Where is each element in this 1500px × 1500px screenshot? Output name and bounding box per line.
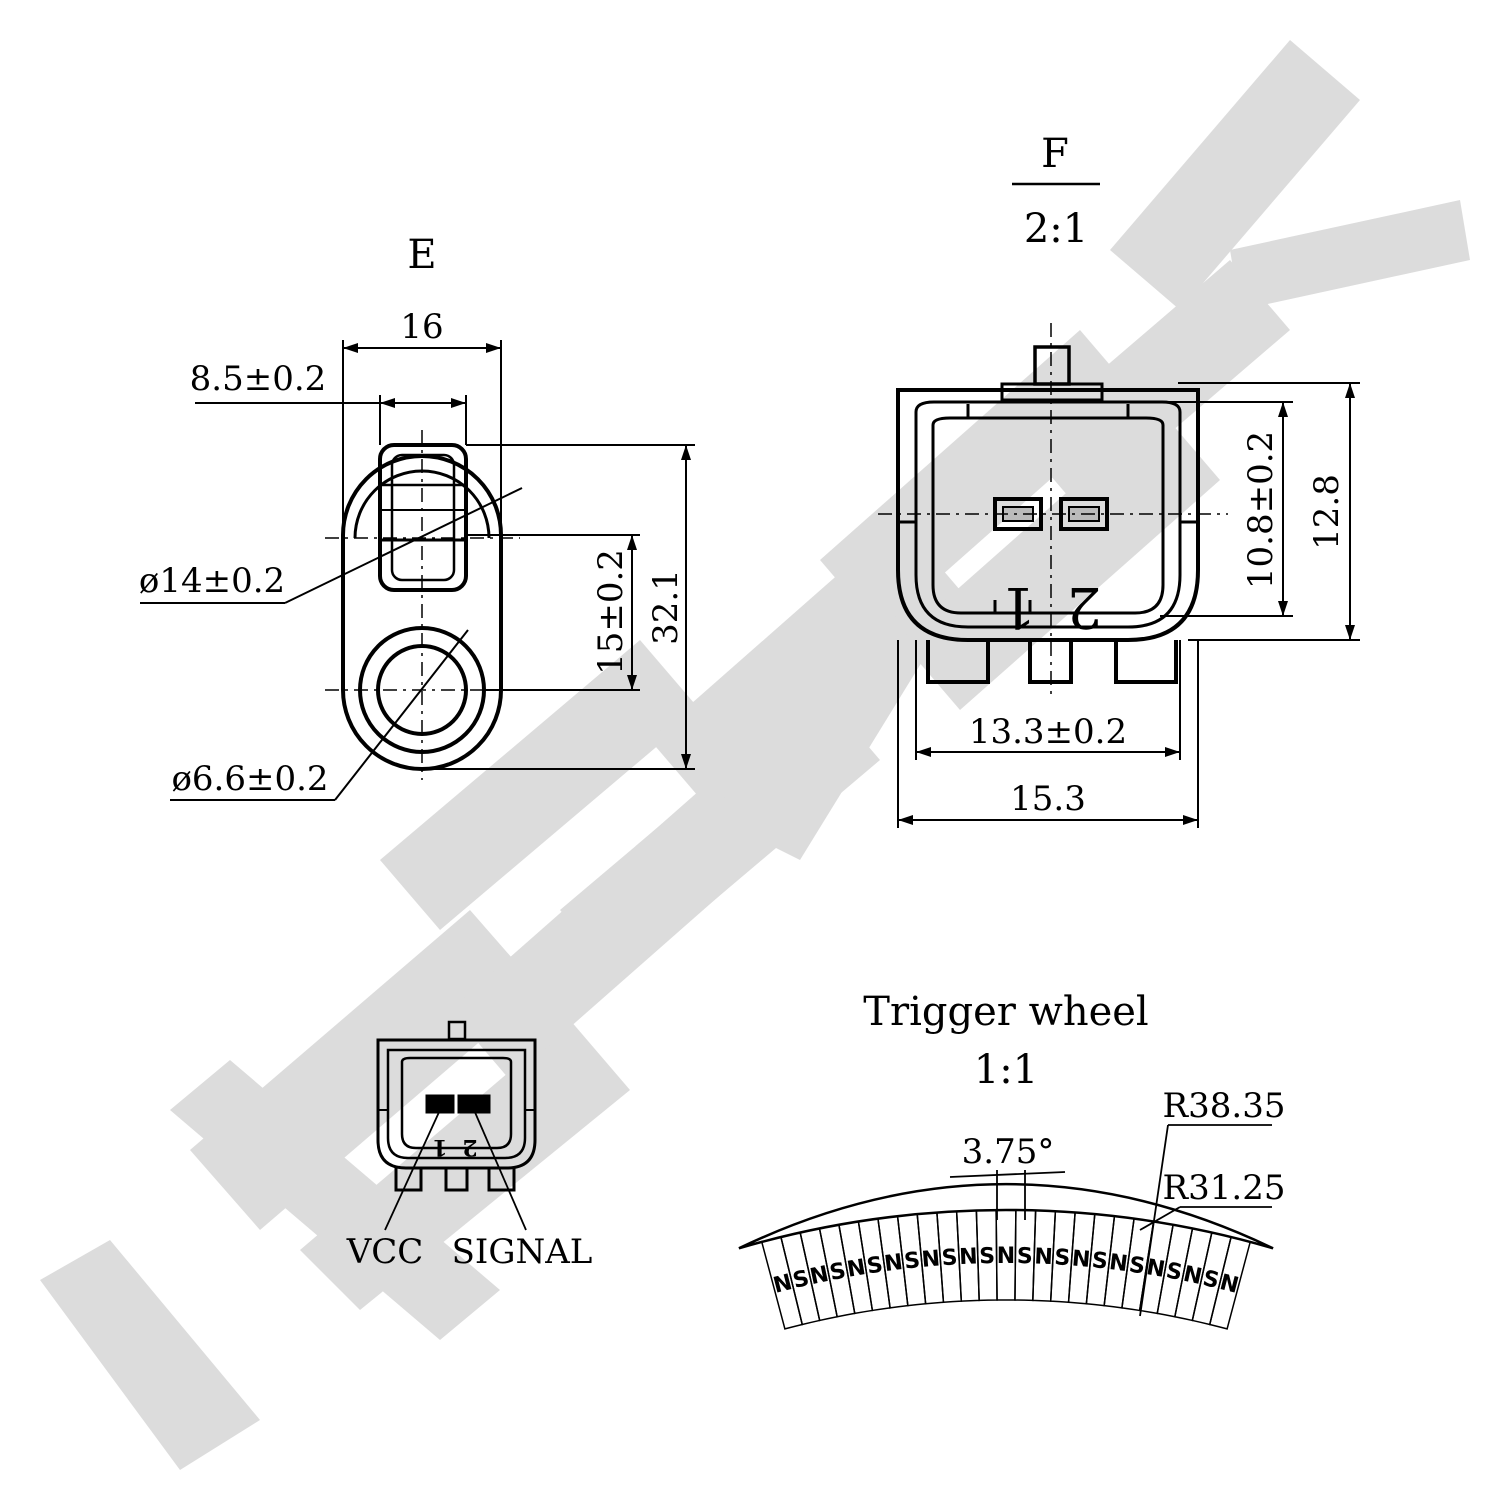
- pinout-view: 1 2 VCC SIGNAL: [346, 1020, 593, 1272]
- wheel-pole-label: N: [845, 1255, 867, 1283]
- wheel-pole-label: N: [883, 1250, 904, 1277]
- wheel-pole-label: N: [1108, 1250, 1129, 1277]
- wheel-pole-label: S: [828, 1259, 848, 1287]
- watermark-zenmek: [40, 40, 1470, 1470]
- pinout-pin2-label: 2: [462, 1134, 477, 1160]
- wheel-pole-label: S: [1017, 1244, 1033, 1269]
- wheel-pole-label: S: [1164, 1259, 1184, 1287]
- wheel-pole-label: S: [979, 1244, 995, 1269]
- dim-center-distance: 15±0.2: [591, 549, 631, 675]
- view-f-title: F: [1041, 131, 1069, 177]
- wheel-pole-label: S: [1091, 1248, 1109, 1275]
- pinout-pin1-label: 1: [432, 1134, 447, 1160]
- dim-height: 32.1: [646, 569, 686, 645]
- wheel-pole-label: N: [921, 1246, 941, 1272]
- wheel-pole-label: S: [791, 1266, 812, 1294]
- dim-inner-width: 13.3±0.2: [969, 712, 1127, 752]
- wheel-pole-label: N: [997, 1244, 1015, 1269]
- wheel-pole-label: S: [941, 1245, 958, 1271]
- wheel-pole-label: N: [1071, 1246, 1091, 1272]
- wheel-pole-label: S: [903, 1248, 921, 1275]
- view-f-pin2-label: 2: [1066, 574, 1102, 639]
- wheel-pole-label: N: [1217, 1270, 1241, 1299]
- dim-outer-diameter: ø14±0.2: [139, 561, 285, 601]
- dim-inner-height: 10.8±0.2: [1241, 431, 1281, 589]
- dim-pole-angle: 3.75°: [962, 1132, 1055, 1172]
- label-vcc: VCC: [346, 1232, 424, 1272]
- view-e: E: [139, 232, 695, 801]
- wheel-pole-label: S: [1127, 1253, 1146, 1280]
- wheel-pole-label: S: [1200, 1266, 1221, 1294]
- wheel-pole-label: S: [865, 1253, 884, 1280]
- dim-outer-width: 15.3: [1010, 779, 1086, 819]
- view-e-title: E: [407, 232, 436, 278]
- label-signal: SIGNAL: [452, 1232, 593, 1272]
- dim-outer-height: 12.8: [1307, 474, 1347, 550]
- view-f: F 2:1 1 2: [878, 131, 1360, 828]
- wheel-pole-label: S: [1054, 1245, 1071, 1271]
- wheel-pole-label: N: [1181, 1262, 1204, 1290]
- wheel-pole-label: N: [1144, 1255, 1166, 1283]
- wheel-pole-label: N: [808, 1262, 831, 1290]
- dim-r-outer: R38.35: [1163, 1086, 1286, 1126]
- dim-hole-diameter: ø6.6±0.2: [171, 759, 328, 799]
- trigger-wheel-scale: 1:1: [974, 1047, 1038, 1093]
- dim-r-inner: R31.25: [1163, 1168, 1286, 1208]
- wheel-pole-segment: [1208, 1236, 1252, 1330]
- wheel-pole-label: N: [1034, 1244, 1053, 1270]
- view-f-pin1-label: 1: [1000, 574, 1036, 639]
- trigger-wheel-title: Trigger wheel: [863, 989, 1148, 1035]
- dim-width-16: 16: [400, 307, 443, 347]
- dim-tab-width: 8.5±0.2: [190, 359, 327, 399]
- view-f-scale: 2:1: [1024, 206, 1088, 252]
- wheel-pole-label: N: [959, 1244, 978, 1270]
